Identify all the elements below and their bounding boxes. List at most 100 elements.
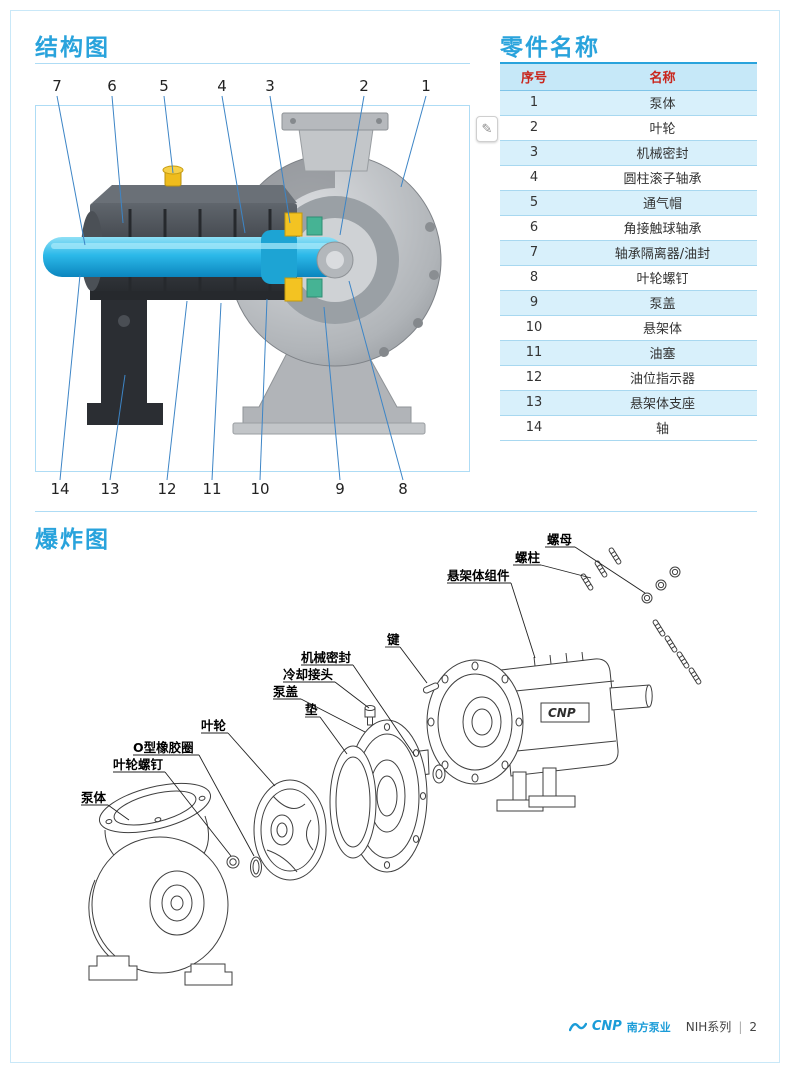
- footer-divider: |: [738, 1019, 743, 1034]
- page-number: 2: [749, 1019, 757, 1034]
- part-number-cell: 11: [500, 340, 568, 366]
- part-name-cell: 叶轮螺钉: [568, 265, 757, 291]
- structure-callouts: 7 6 5 4 3 2 1 14 13 12 11 10 9 8: [50, 77, 430, 498]
- parts-section-title: 零件名称: [500, 35, 600, 61]
- part-name-cell: 泵盖: [568, 290, 757, 316]
- part-name-cell: 角接触球轴承: [568, 215, 757, 241]
- callout-14: 14: [50, 480, 69, 498]
- series-label: NIH系列: [685, 1020, 732, 1034]
- part-number-cell: 5: [500, 190, 568, 216]
- label-mechanical-seal: 机械密封: [301, 650, 352, 665]
- gasket-art: [329, 745, 377, 859]
- section-divider: [35, 511, 757, 512]
- callout-5: 5: [159, 77, 169, 95]
- part-number-cell: 9: [500, 290, 568, 316]
- callout-6: 6: [107, 77, 117, 95]
- label-nut: 螺母: [547, 532, 573, 547]
- callout-9: 9: [335, 480, 345, 498]
- part-name-cell: 油位指示器: [568, 365, 757, 391]
- part-number-cell: 6: [500, 215, 568, 241]
- part-number-cell: 2: [500, 115, 568, 141]
- brand-chinese: 南方泵业: [626, 1020, 671, 1034]
- label-stud: 螺柱: [515, 550, 541, 565]
- part-name-cell: 轴承隔离器/油封: [568, 240, 757, 266]
- edit-pencil-icon[interactable]: ✎: [476, 116, 498, 142]
- part-number-cell: 14: [500, 415, 568, 441]
- callout-7: 7: [52, 77, 62, 95]
- exploded-leader-lines: [81, 546, 646, 857]
- exploded-labels: 螺母 螺柱 悬架体组件 键 机械密封 冷却接头 泵盖 垫 叶轮 O型橡胶圈 叶轮…: [81, 532, 573, 805]
- part-number-cell: 4: [500, 165, 568, 191]
- label-pump-body: 泵体: [81, 790, 107, 805]
- header-name: 名称: [568, 63, 757, 91]
- callout-4: 4: [217, 77, 227, 95]
- structure-diagram-figure: 7 6 5 4 3 2 1 14 13 12 11 10 9 8: [35, 77, 470, 498]
- callout-10: 10: [250, 480, 269, 498]
- part-name-cell: 圆柱滚子轴承: [568, 165, 757, 191]
- part-number-cell: 12: [500, 365, 568, 391]
- bearing-assembly-art: CNP: [426, 651, 653, 812]
- callout-8: 8: [398, 480, 408, 498]
- part-name-cell: 油塞: [568, 340, 757, 366]
- structure-section-title: 结构图: [35, 35, 110, 61]
- part-number-cell: 13: [500, 390, 568, 416]
- label-key: 键: [386, 632, 400, 647]
- support-foot-art: [87, 297, 163, 425]
- callout-1: 1: [421, 77, 431, 95]
- brand-cnp: CNP: [591, 1019, 622, 1034]
- structure-heading-rule: [35, 63, 470, 64]
- pump-body-art: [88, 782, 233, 986]
- part-number-cell: 10: [500, 315, 568, 341]
- part-number-cell: 7: [500, 240, 568, 266]
- part-number-cell: 1: [500, 90, 568, 116]
- exploded-view-figure: CNP: [81, 532, 702, 986]
- part-name-cell: 轴: [568, 415, 757, 441]
- part-name-cell: 通气帽: [568, 190, 757, 216]
- callout-13: 13: [100, 480, 119, 498]
- part-name-cell: 机械密封: [568, 140, 757, 166]
- label-o-ring: O型橡胶圈: [133, 740, 194, 755]
- key-art: [422, 682, 440, 694]
- stud-bolts-art: [580, 547, 702, 685]
- exploded-art: CNP: [88, 547, 702, 986]
- footer: CNP 南方泵业 NIH系列 | 2: [400, 1018, 757, 1035]
- impeller-bolt-art: [226, 855, 240, 869]
- header-number: 序号: [500, 63, 568, 91]
- part-name-cell: 悬架体支座: [568, 390, 757, 416]
- label-gasket: 垫: [305, 702, 318, 717]
- structure-leader-lines: [56, 95, 427, 481]
- nuts-art: [641, 566, 681, 604]
- cooling-fitting-art: [364, 705, 376, 726]
- part-name-cell: 泵体: [568, 90, 757, 116]
- label-impeller-bolt: 叶轮螺钉: [113, 757, 164, 772]
- part-number-cell: 3: [500, 140, 568, 166]
- o-ring-art: [250, 856, 262, 878]
- label-cooling-fitting: 冷却接头: [283, 667, 334, 682]
- callout-2: 2: [359, 77, 369, 95]
- impeller-art: [253, 779, 327, 881]
- pump-cutaway-art: [43, 112, 442, 435]
- table-header-row: 序号 名称: [500, 63, 757, 91]
- callout-12: 12: [157, 480, 176, 498]
- label-impeller: 叶轮: [201, 718, 227, 733]
- mechanical-seal-art: [284, 212, 303, 237]
- cnp-logo-icon: [568, 1022, 587, 1031]
- callout-11: 11: [202, 480, 221, 498]
- part-name-cell: 叶轮: [568, 115, 757, 141]
- label-bearing-assembly: 悬架体组件: [446, 568, 510, 583]
